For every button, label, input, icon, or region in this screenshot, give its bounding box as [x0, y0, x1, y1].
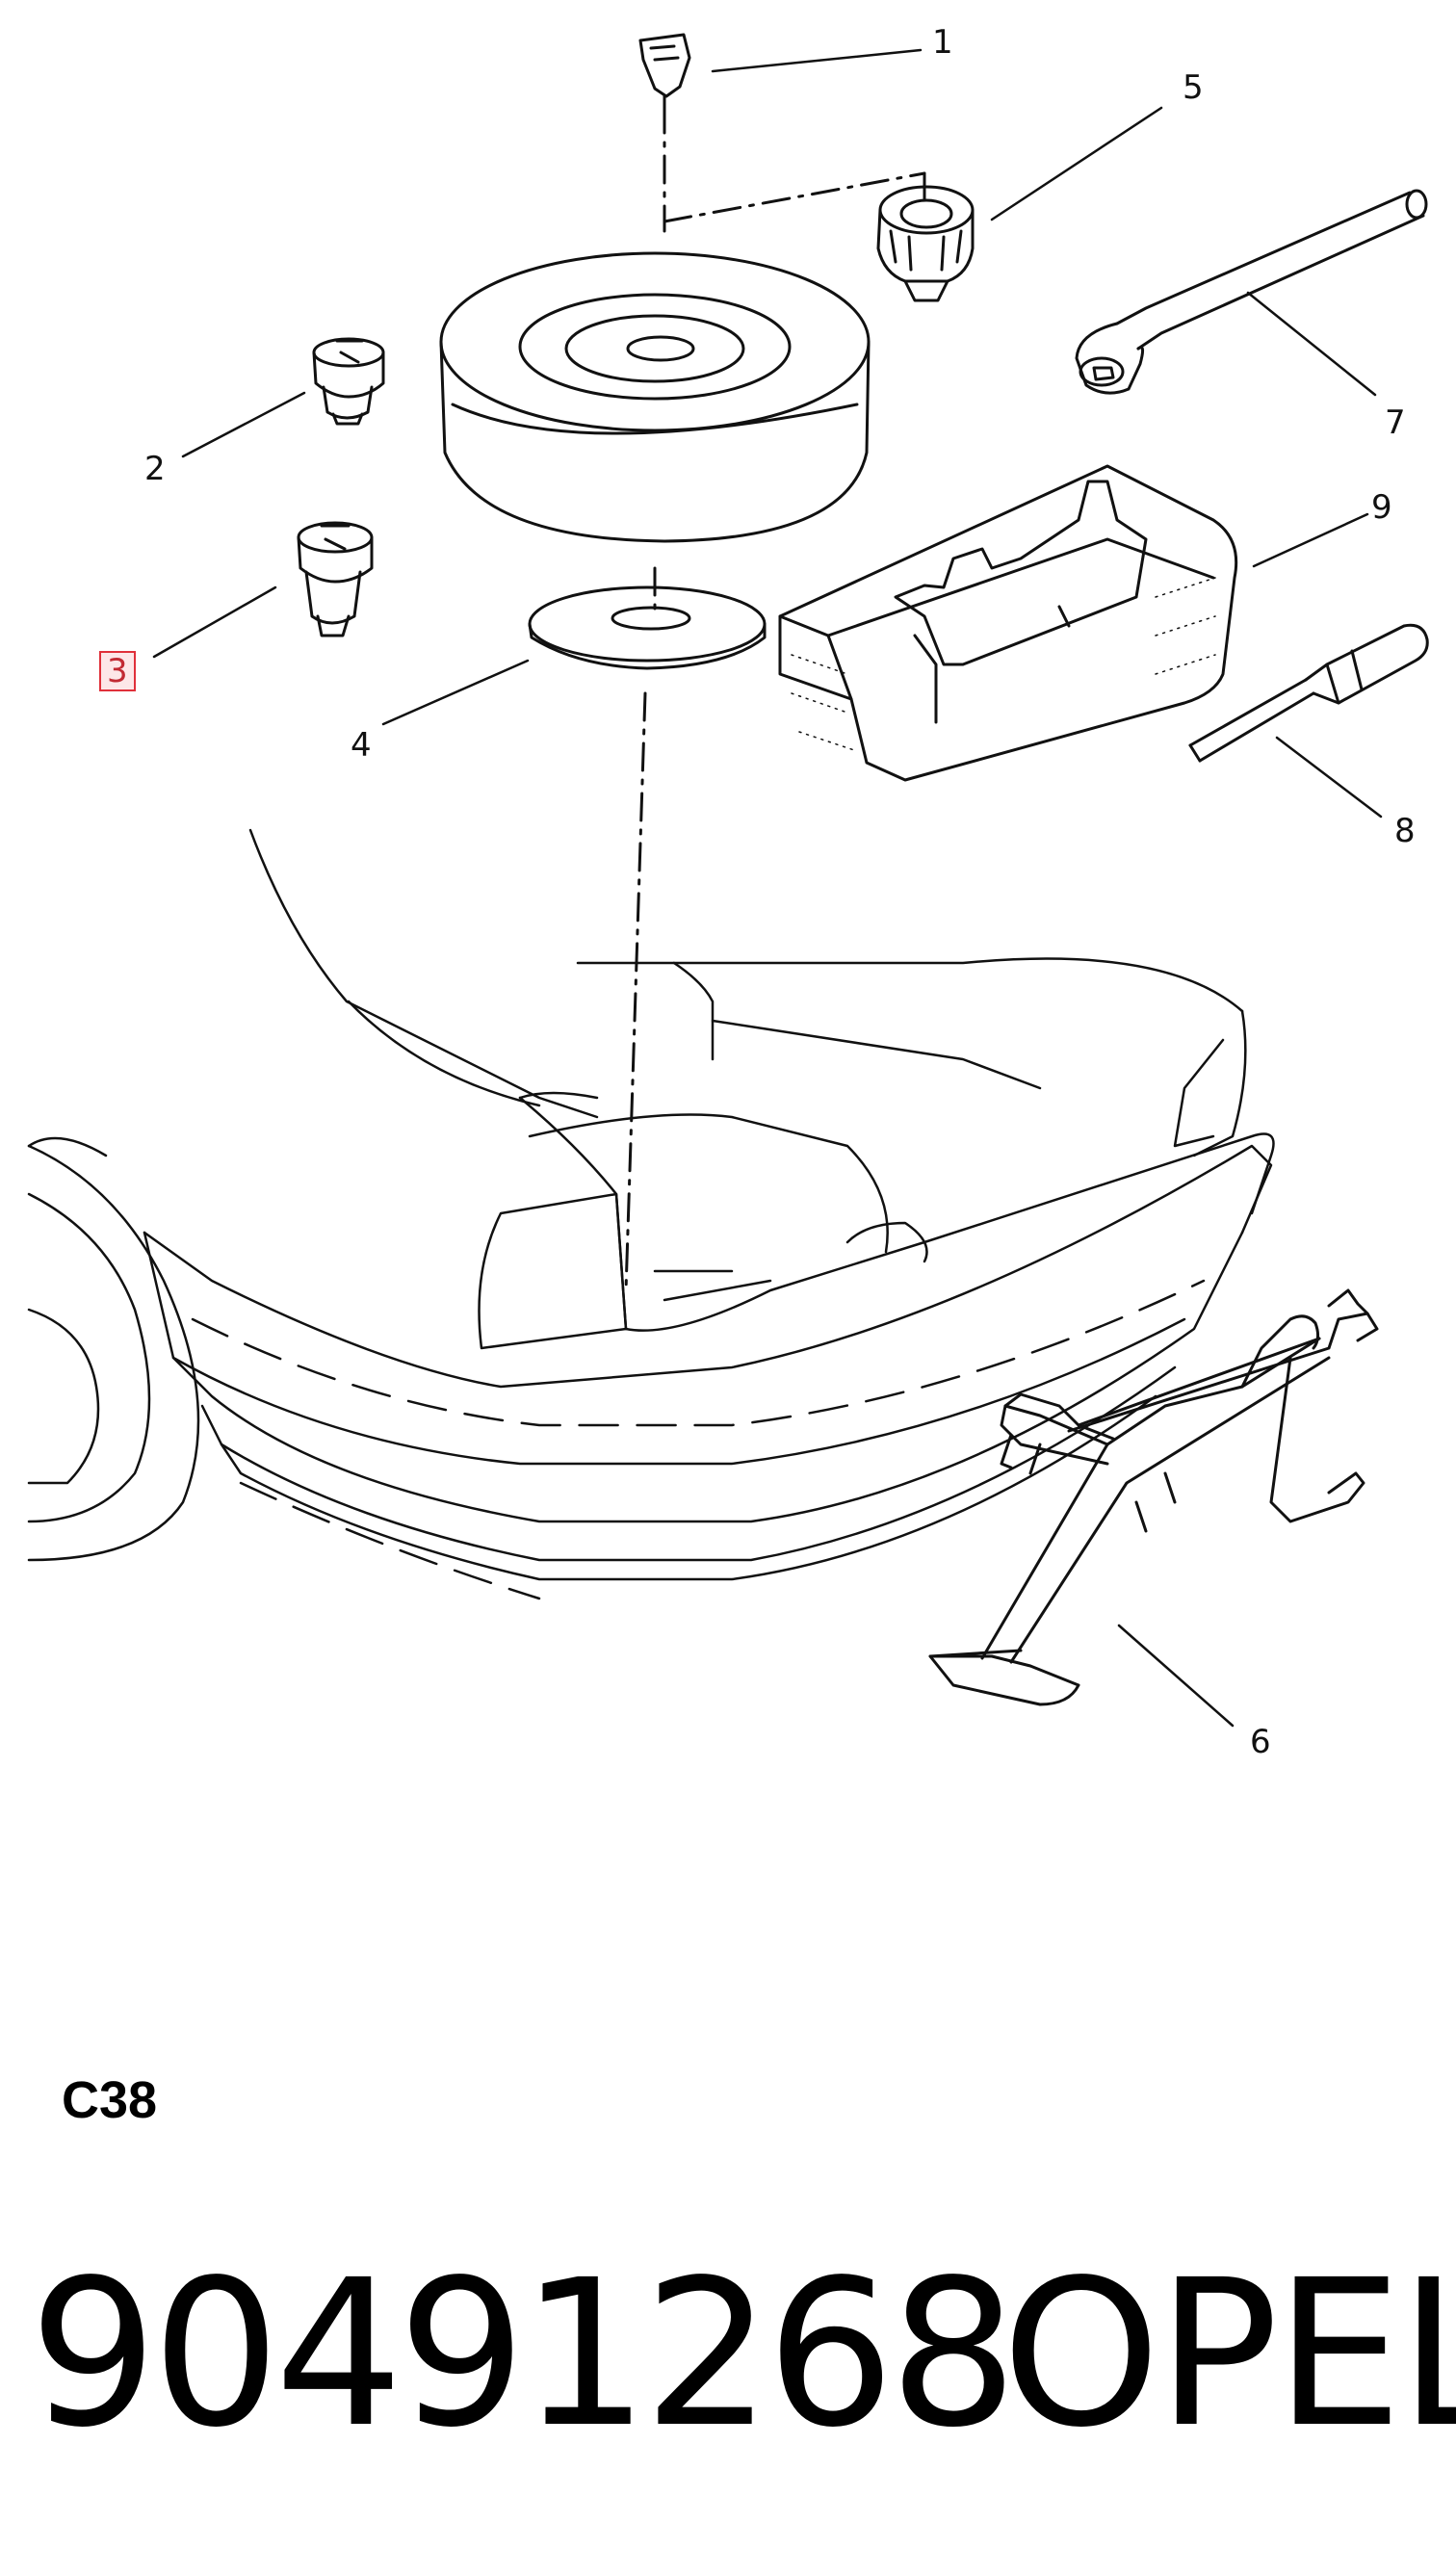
jack-part-6	[928, 1288, 1379, 1706]
tool-tray-part-9	[778, 464, 1238, 782]
exploded-parts-diagram	[27, 33, 1429, 1728]
wheel-brace-part-7	[1075, 189, 1428, 395]
callout-7: 7	[1385, 403, 1406, 442]
clip-part-1	[638, 33, 691, 108]
car-rear-body	[27, 828, 1275, 1600]
leader-lines	[152, 48, 1383, 1728]
callout-4: 4	[351, 726, 372, 765]
callout-1: 1	[932, 23, 953, 62]
plug-part-2	[312, 337, 385, 426]
assembly-axis	[624, 104, 926, 1292]
callout-5: 5	[1183, 68, 1204, 107]
plug-part-3	[297, 521, 374, 637]
washer-part-4	[528, 585, 767, 670]
callout-6: 6	[1250, 1723, 1271, 1761]
brand-name: OPEL	[1001, 2236, 1456, 2472]
screwdriver-part-8	[1188, 623, 1429, 763]
section-code: C38	[62, 2071, 158, 2129]
callout-9: 9	[1371, 488, 1392, 527]
nut-part-5	[876, 185, 975, 302]
part-number: 90491268	[29, 2236, 1018, 2472]
callout-3-highlighted[interactable]: 3	[99, 651, 136, 691]
callout-8: 8	[1394, 812, 1416, 850]
callout-2: 2	[144, 450, 166, 488]
spare-wheel	[439, 251, 871, 543]
